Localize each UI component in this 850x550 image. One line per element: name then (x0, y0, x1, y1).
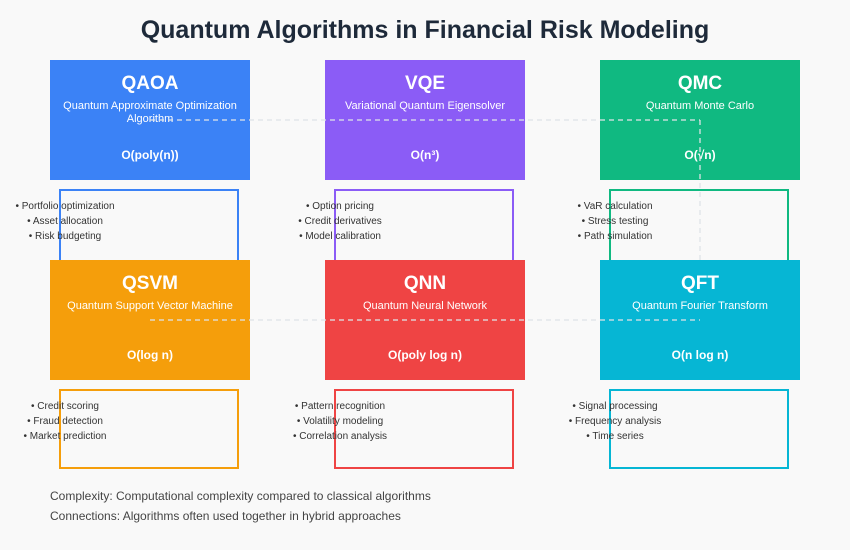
application-item: • Volatility modeling (296, 416, 384, 427)
algorithm-complexity: O(n log n) (671, 348, 729, 362)
algorithm-name: Quantum Support Vector Machine (67, 300, 233, 312)
application-item: • VaR calculation (577, 201, 653, 212)
algorithm-card-qsvm: QSVM Quantum Support Vector Machine O(lo… (50, 260, 250, 380)
applications-list-qnn: • Pattern recognition • Volatility model… (290, 399, 390, 444)
algorithm-card-vqe: VQE Variational Quantum Eigensolver O(n³… (325, 60, 525, 180)
application-item: • Frequency analysis (568, 416, 662, 427)
application-item: • Correlation analysis (292, 431, 388, 442)
applications-list-vqe: • Option pricing • Credit derivatives • … (290, 199, 390, 244)
application-item: • Stress testing (581, 216, 649, 227)
application-item: • Path simulation (577, 231, 653, 242)
algorithm-name: Quantum Approximate Optimization Algorit… (63, 100, 237, 125)
algorithm-complexity: O(n³) (410, 148, 440, 162)
algorithm-abbr: QNN (403, 273, 447, 294)
applications-box-qft (609, 389, 789, 469)
application-item: • Asset allocation (27, 216, 103, 227)
page-title: Quantum Algorithms in Financial Risk Mod… (140, 16, 710, 44)
algorithm-abbr: QFT (681, 273, 719, 294)
application-item: • Credit scoring (31, 401, 99, 412)
application-item: • Pattern recognition (294, 401, 386, 412)
application-item: • Fraud detection (27, 416, 103, 427)
application-item: • Time series (586, 431, 644, 442)
application-item: • Market prediction (23, 431, 107, 442)
algorithm-card-qaoa: QAOA Quantum Approximate Optimization Al… (50, 60, 250, 180)
algorithm-complexity: O(poly(n)) (121, 148, 179, 162)
application-item: • Model calibration (299, 231, 381, 242)
applications-list-qmc: • VaR calculation • Stress testing • Pat… (565, 199, 665, 244)
application-item: • Option pricing (306, 201, 374, 212)
algorithm-abbr: QMC (677, 73, 723, 94)
algorithm-name: Quantum Fourier Transform (632, 300, 768, 312)
algorithm-card-qmc: QMC Quantum Monte Carlo O(√n) (600, 60, 800, 180)
application-item: • Credit derivatives (298, 216, 382, 227)
algorithm-complexity: O(poly log n) (388, 348, 462, 362)
applications-list-qaoa: • Portfolio optimization • Asset allocat… (10, 199, 120, 244)
algorithm-card-qnn: QNN Quantum Neural Network O(poly log n) (325, 260, 525, 380)
applications-list-qsvm: • Credit scoring • Fraud detection • Mar… (15, 399, 115, 444)
applications-list-qft: • Signal processing • Frequency analysis… (565, 399, 665, 444)
applications-box-qnn (334, 389, 514, 469)
algorithm-name: Quantum Monte Carlo (645, 100, 755, 112)
application-item: • Portfolio optimization (15, 201, 115, 212)
algorithm-name: Variational Quantum Eigensolver (345, 100, 505, 112)
algorithm-abbr: QAOA (121, 73, 179, 94)
algorithm-complexity: O(√n) (684, 148, 716, 162)
application-item: • Risk budgeting (28, 231, 102, 242)
algorithm-card-qft: QFT Quantum Fourier Transform O(n log n) (600, 260, 800, 380)
application-item: • Signal processing (572, 401, 658, 412)
connections-note: Connections: Algorithms often used toget… (50, 509, 401, 523)
algorithm-name: Quantum Neural Network (362, 300, 488, 312)
algorithm-abbr: VQE (404, 73, 446, 94)
applications-box-qsvm (59, 389, 239, 469)
algorithm-abbr: QSVM (122, 273, 178, 294)
complexity-note: Complexity: Computational complexity com… (50, 489, 431, 503)
algorithm-complexity: O(log n) (127, 348, 173, 362)
